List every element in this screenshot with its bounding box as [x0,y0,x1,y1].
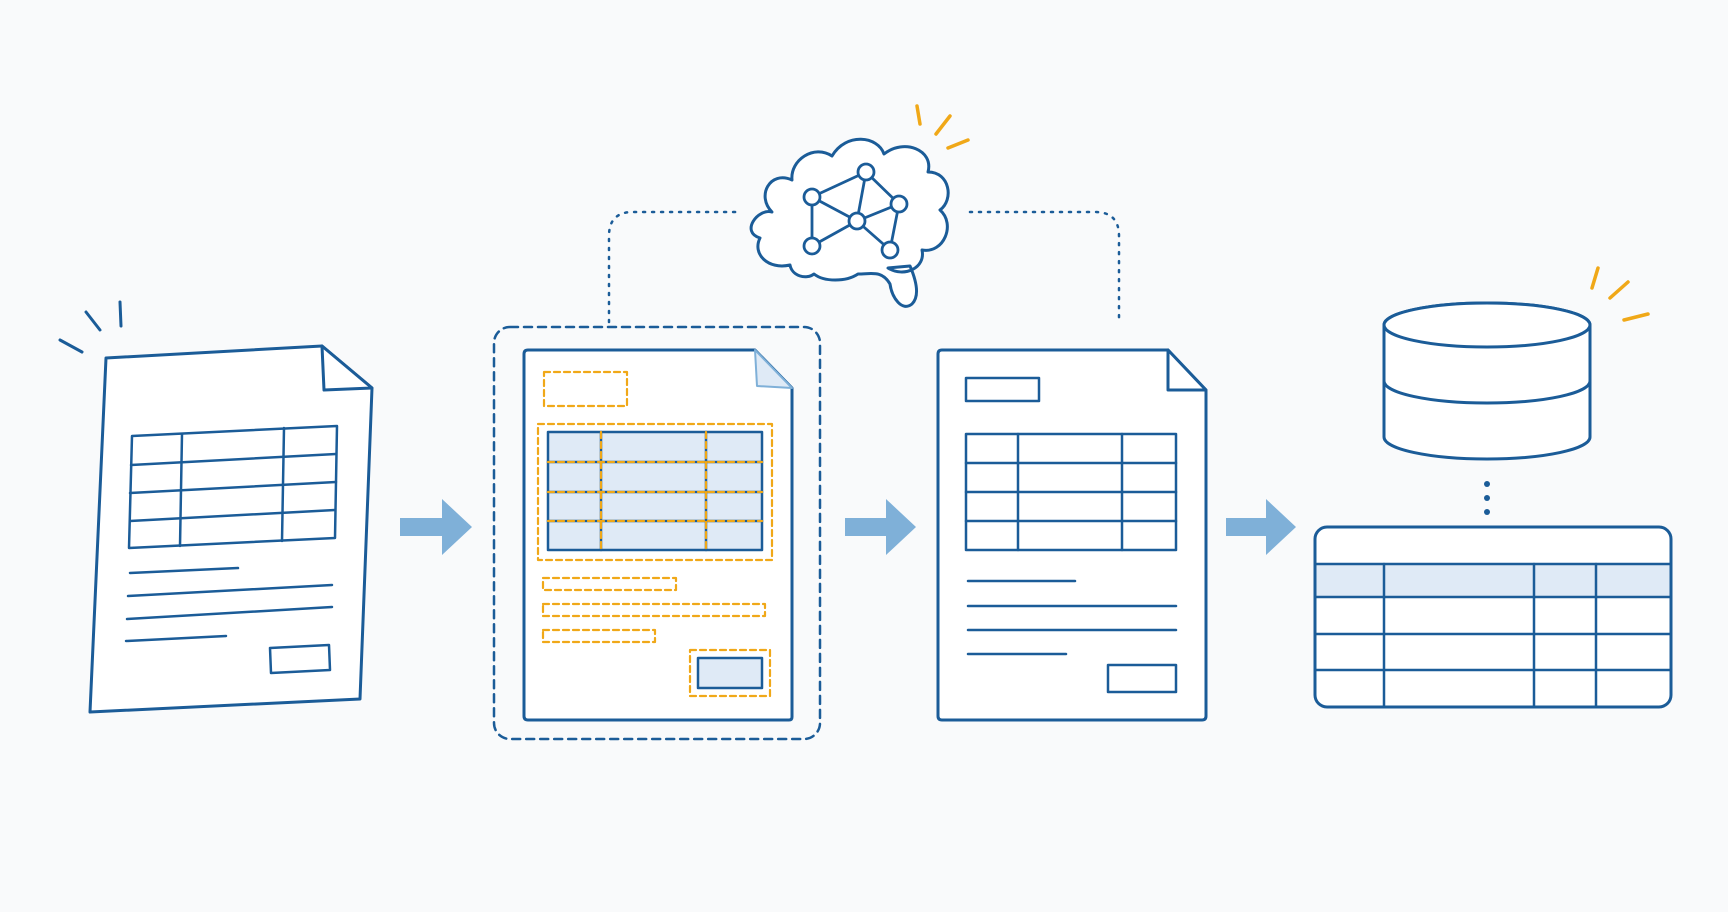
arrow-right-icon [400,499,472,555]
brain-sparkles [915,104,970,150]
sparkle-lines [58,300,123,354]
neural-network [802,162,909,260]
structured-text-lines [966,579,1178,656]
page-fold [1166,348,1208,392]
scanned-table [127,424,339,550]
structured-page [936,348,1208,722]
detected-signature-box [696,656,764,690]
selection-frame [492,325,822,741]
title-box [964,376,1041,403]
database-sparkles [1590,266,1650,322]
detection-boxes [541,370,772,698]
structured-document-icon [936,348,1208,722]
arrow-right-icon [1226,499,1296,555]
database-connector-dots [1484,481,1490,515]
scanned-text-lines [124,566,334,643]
arrow-right-icon [845,499,916,555]
table-header-row [1316,564,1670,597]
scanned-signature-box [268,643,332,675]
signature-box [1106,663,1178,694]
page-fold [320,344,374,392]
scanned-page [88,344,374,714]
detected-table [536,422,774,562]
brain-network-icon [749,104,970,308]
annotated-document-icon [492,325,822,741]
scanned-document-icon [58,300,374,714]
structured-table [964,432,1178,552]
database-icon [1382,266,1650,461]
dotted-connectors [607,210,1121,324]
data-table-icon [1313,525,1673,709]
page-fold [754,349,793,389]
